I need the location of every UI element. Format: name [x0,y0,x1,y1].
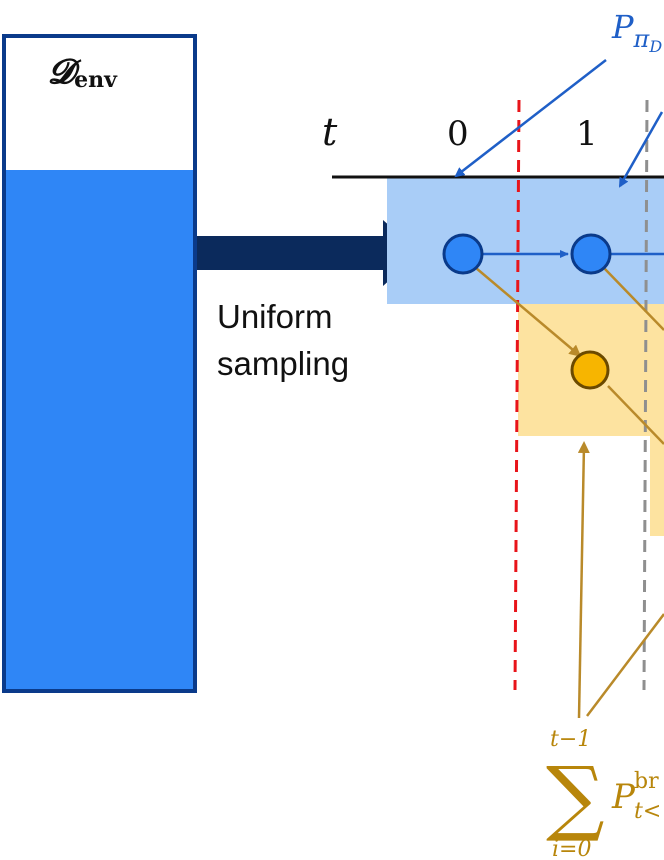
policy-prob-sub: π [633,25,651,53]
sum-arrow-up [577,441,590,719]
sum-term-sub: t< [634,799,661,824]
state-node-t0 [442,233,484,275]
sum-term-main: P [611,777,636,817]
policy-arrow-to-t1 [618,111,664,188]
buffer-outline [2,34,197,693]
sum-upper-limit: t−1 [550,727,591,752]
sampling-label-line1: Uniform [217,298,333,335]
sampling-label-line2: sampling [217,345,349,382]
branch-edge-0 [475,267,582,357]
buffer-fill [4,170,195,691]
time-tick-0: 0 [447,114,469,154]
time-axis-label: t [322,110,338,154]
branch-node-t1 [570,350,610,390]
red-dashed-separator [513,99,521,691]
trajectory-band [387,177,664,304]
gray-dashed-separator [642,99,649,691]
branch-edge-2 [607,385,664,445]
sum-arrow-diag [586,613,664,717]
buffer-label-sub: env [74,67,118,93]
policy-prob-label: PπD [611,8,662,56]
branch-band-2 [650,436,664,536]
time-tick-1: 1 [576,114,598,154]
sampling-arrow [197,220,420,286]
sum-term-sup: br [634,769,659,794]
buffer-label: 𝓓env [48,52,118,93]
branch-edge-1 [603,267,664,331]
policy-prob-main: P [611,8,634,46]
sum-lower-limit: i=0 [552,837,591,860]
state-node-t1 [570,233,612,275]
replay-buffer: 𝓓env [2,34,197,693]
policy-prob-subsub: D [648,37,662,56]
sum-term: P [611,777,636,817]
policy-arrow-to-t0 [454,59,607,178]
sum-symbol: ∑ [546,750,605,845]
